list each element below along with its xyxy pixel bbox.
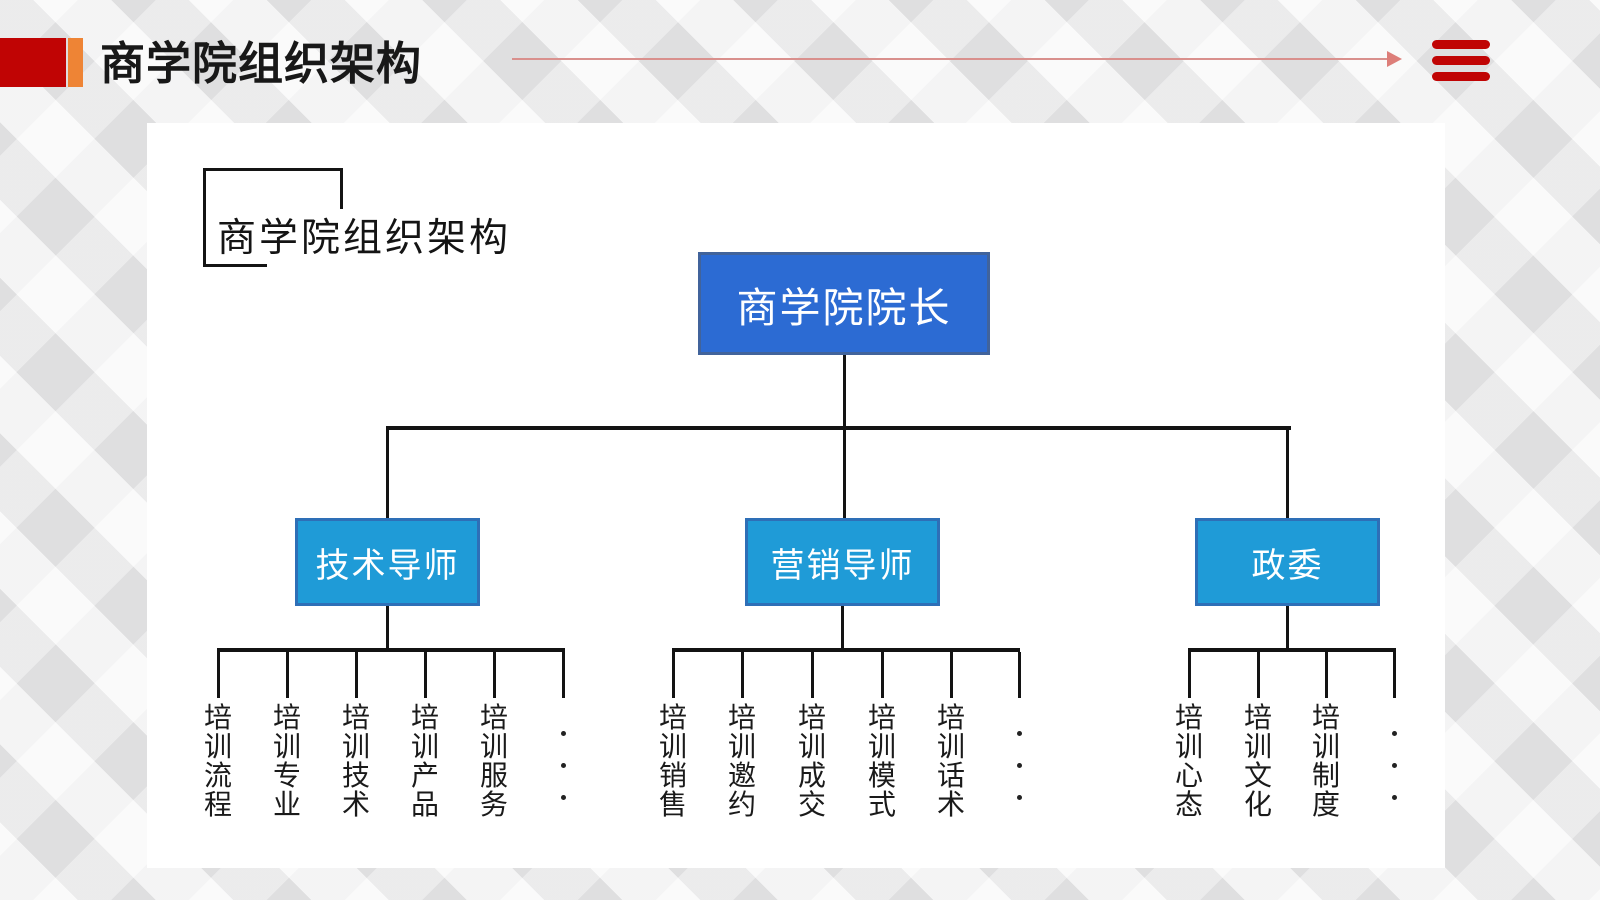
- arrow-line: [512, 51, 1402, 67]
- label-frame: [203, 264, 267, 267]
- connector: [423, 652, 427, 698]
- connector: [1392, 652, 1396, 698]
- connector: [217, 648, 565, 652]
- connector: [671, 652, 675, 698]
- connector: [810, 652, 814, 698]
- connector: [386, 426, 1291, 430]
- org-node-root[interactable]: 商学院院长: [698, 252, 990, 355]
- label-frame: [203, 168, 343, 171]
- org-leaf: 培训话术: [936, 702, 965, 820]
- content-panel: [147, 123, 1445, 868]
- panel-label: 商学院组织架构: [217, 217, 512, 260]
- org-leaf: 培训模式: [867, 702, 896, 820]
- connector: [386, 430, 389, 518]
- connector: [949, 652, 953, 698]
- connector: [216, 652, 220, 698]
- connector: [1017, 652, 1021, 698]
- header-orange-block: [68, 38, 83, 87]
- connector: [1256, 652, 1260, 698]
- connector: [1286, 430, 1289, 518]
- connector: [386, 606, 389, 648]
- ellipsis-dots: [545, 731, 581, 800]
- label-frame: [203, 168, 206, 267]
- org-leaf: 培训成交: [797, 702, 826, 820]
- connector: [843, 430, 846, 518]
- connector: [843, 355, 846, 428]
- hamburger-icon[interactable]: [1432, 40, 1490, 88]
- org-leaf: 培训文化: [1243, 702, 1272, 820]
- org-node-branch-1[interactable]: 营销导师: [745, 518, 940, 606]
- connector: [492, 652, 496, 698]
- connector: [561, 652, 565, 698]
- org-leaf: 培训流程: [203, 702, 232, 820]
- org-leaf: 培训服务: [479, 702, 508, 820]
- org-leaf: 培训邀约: [727, 702, 756, 820]
- org-leaf: 培训心态: [1174, 702, 1203, 820]
- ellipsis-dots: [1376, 731, 1412, 800]
- connector: [740, 652, 744, 698]
- connector: [880, 652, 884, 698]
- arrow-head-icon: [1387, 51, 1402, 67]
- ellipsis-dots: [1001, 731, 1037, 800]
- connector: [1286, 606, 1289, 648]
- org-leaf: 培训产品: [410, 702, 439, 820]
- connector: [1188, 648, 1396, 652]
- header-red-block: [0, 38, 66, 87]
- org-leaf: 培训专业: [272, 702, 301, 820]
- connector: [354, 652, 358, 698]
- connector: [1187, 652, 1191, 698]
- label-frame: [340, 168, 343, 209]
- connector: [1324, 652, 1328, 698]
- connector: [672, 648, 1020, 652]
- connector: [285, 652, 289, 698]
- org-leaf: 培训销售: [658, 702, 687, 820]
- org-leaf: 培训技术: [341, 702, 370, 820]
- org-node-branch-0[interactable]: 技术导师: [295, 518, 480, 606]
- page-title: 商学院组织架构: [100, 38, 423, 89]
- connector: [841, 606, 844, 648]
- org-leaf: 培训制度: [1311, 702, 1340, 820]
- org-node-branch-2[interactable]: 政委: [1195, 518, 1380, 606]
